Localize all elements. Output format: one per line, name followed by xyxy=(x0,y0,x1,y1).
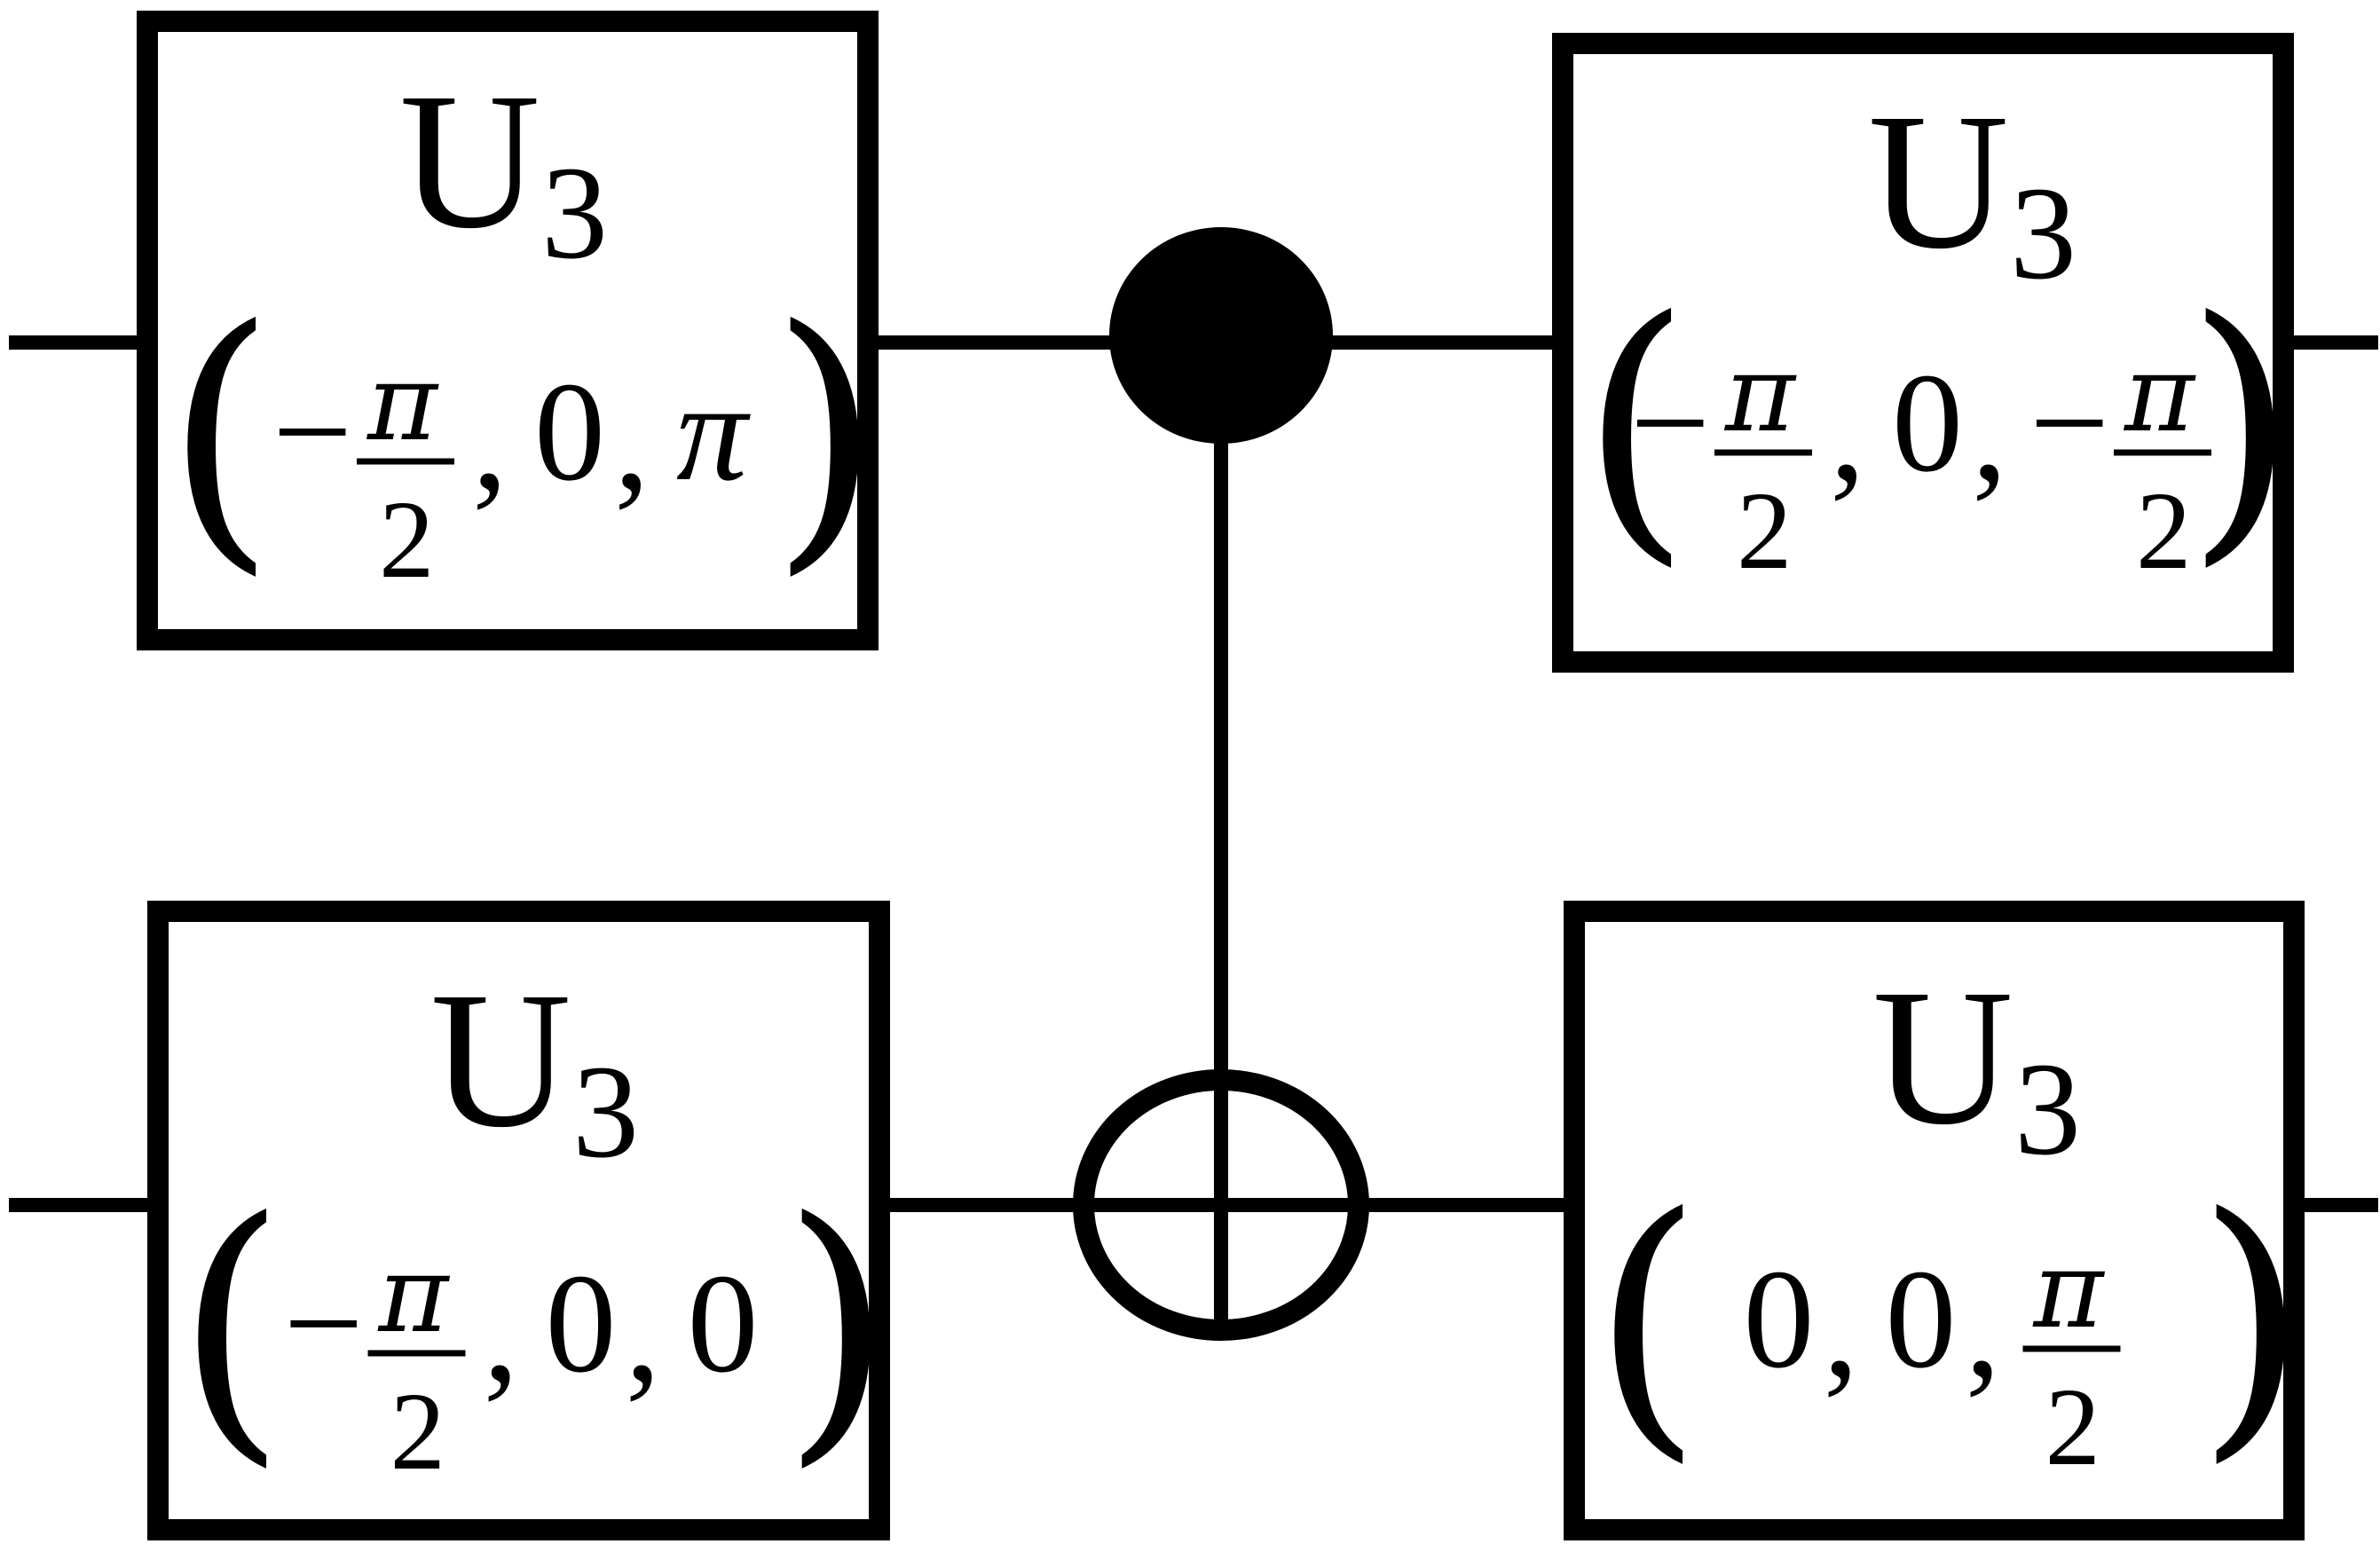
gate-name: U xyxy=(1872,949,2014,1165)
fraction-numerator: π xyxy=(366,342,439,465)
fraction-numerator: π xyxy=(377,1233,451,1357)
fraction-numerator: π xyxy=(1723,333,1797,456)
comma: , xyxy=(1830,352,1865,510)
gate-params: ()−π2,0,π xyxy=(165,270,881,602)
fraction-numerator: π xyxy=(2032,1229,2106,1352)
control-dot xyxy=(1109,227,1333,444)
minus-sign: − xyxy=(284,1244,364,1402)
gate-subscript: 3 xyxy=(2014,1036,2081,1183)
comma: , xyxy=(484,1253,519,1411)
fraction-numerator: π xyxy=(2123,333,2196,456)
param-value: 0 xyxy=(546,1244,617,1402)
left-paren: ( xyxy=(176,1162,287,1492)
fraction-denominator: 2 xyxy=(379,479,435,602)
comma: , xyxy=(614,361,650,519)
right-paren: ) xyxy=(770,270,881,600)
param-value: 0 xyxy=(534,352,605,510)
gate-subscript: 3 xyxy=(541,139,608,287)
comma: , xyxy=(1972,352,2007,510)
param-value: π xyxy=(676,352,751,510)
gate-params: ()0,0,π2 xyxy=(1592,1157,2307,1489)
fraction-denominator: 2 xyxy=(1737,470,1793,593)
gate-subscript: 3 xyxy=(2010,160,2077,307)
gate-box xyxy=(1564,901,2305,1540)
gate-subscript: 3 xyxy=(572,1038,639,1186)
comma: , xyxy=(1966,1249,2001,1406)
gate-box xyxy=(1552,33,2294,673)
left-paren: ( xyxy=(1592,1157,1703,1487)
right-paren: ) xyxy=(2196,1157,2307,1487)
gate-name: U xyxy=(430,951,571,1168)
gate-params: ()−π2,0,−π2 xyxy=(1580,261,2297,593)
param-value: 0 xyxy=(1886,1240,1957,1398)
fraction-denominator: 2 xyxy=(2045,1367,2101,1489)
comma: , xyxy=(472,361,508,519)
param-value: 0 xyxy=(1892,343,1963,501)
gate-box xyxy=(147,901,890,1540)
param-value: 0 xyxy=(688,1244,759,1402)
right-paren: ) xyxy=(2186,261,2297,591)
left-paren: ( xyxy=(1580,261,1691,591)
cnot-gate xyxy=(1073,227,1369,1341)
minus-sign: − xyxy=(1630,343,1710,501)
gate-box xyxy=(137,11,879,650)
right-paren: ) xyxy=(782,1162,893,1492)
fraction-denominator: 2 xyxy=(390,1371,446,1493)
comma: , xyxy=(1824,1249,1859,1406)
left-paren: ( xyxy=(165,270,276,600)
minus-sign: − xyxy=(272,352,352,510)
fraction-denominator: 2 xyxy=(2136,470,2192,593)
param-value: 0 xyxy=(1744,1240,1815,1398)
comma: , xyxy=(626,1253,661,1411)
gate-params: ()−π2,0,0 xyxy=(176,1162,893,1493)
minus-sign: − xyxy=(2029,343,2109,501)
target-oplus-icon xyxy=(1073,1069,1369,1341)
gate-name: U xyxy=(399,52,540,269)
gate-name: U xyxy=(1868,73,2009,289)
